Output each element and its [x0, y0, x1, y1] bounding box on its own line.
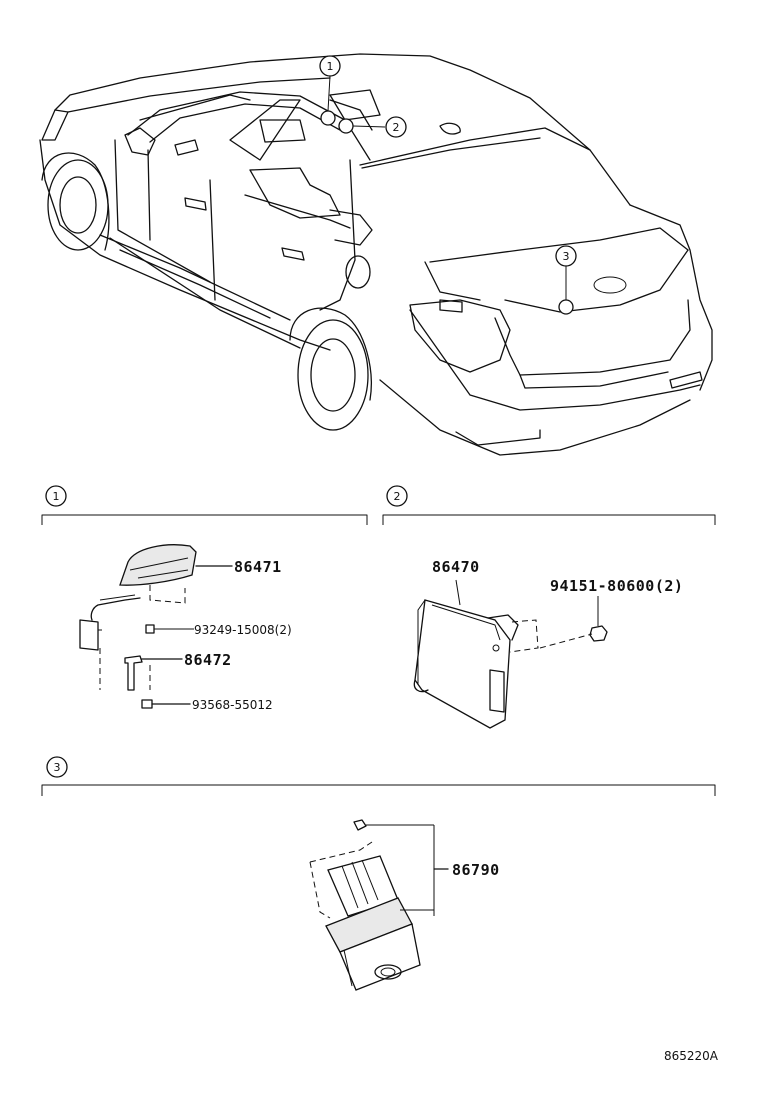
part-93568-55012: 93568-55012	[192, 698, 273, 712]
screw-93249	[145, 624, 194, 634]
callout-3-label: 3	[563, 250, 570, 263]
section-2-number: 2	[394, 490, 401, 503]
control-module-86470	[413, 599, 593, 729]
part-86471: 86471	[234, 558, 282, 576]
nut-94151	[589, 596, 608, 642]
part-86470: 86470	[432, 558, 480, 576]
diagram-code: 865220A	[664, 1049, 719, 1063]
callout-3: 3	[555, 245, 577, 267]
screw-93568	[141, 699, 191, 709]
rear-camera-86790	[309, 825, 449, 991]
callout-2: 2	[385, 116, 407, 138]
screw-top	[353, 819, 434, 831]
part-94151-80600: 94151-80600(2)	[550, 577, 683, 595]
section-3: 3 86790	[41, 756, 716, 991]
part-93249-15008: 93249-15008(2)	[194, 623, 292, 637]
callout-2-label: 2	[393, 121, 400, 134]
harness	[79, 594, 141, 690]
car-illustration	[39, 53, 713, 456]
part-86790: 86790	[452, 861, 500, 879]
section-1-number: 1	[53, 490, 60, 503]
camera-housing-86471	[119, 544, 197, 604]
callout-1-label: 1	[327, 60, 334, 73]
callout-1: 1	[319, 55, 341, 77]
section-2: 2 86470 94151-80600(2)	[382, 485, 716, 729]
section-3-number: 3	[54, 761, 61, 774]
bracket-86472	[124, 655, 183, 691]
part-86472: 86472	[184, 651, 232, 669]
section-1: 1 86471 93249-15008(2)	[41, 485, 368, 712]
